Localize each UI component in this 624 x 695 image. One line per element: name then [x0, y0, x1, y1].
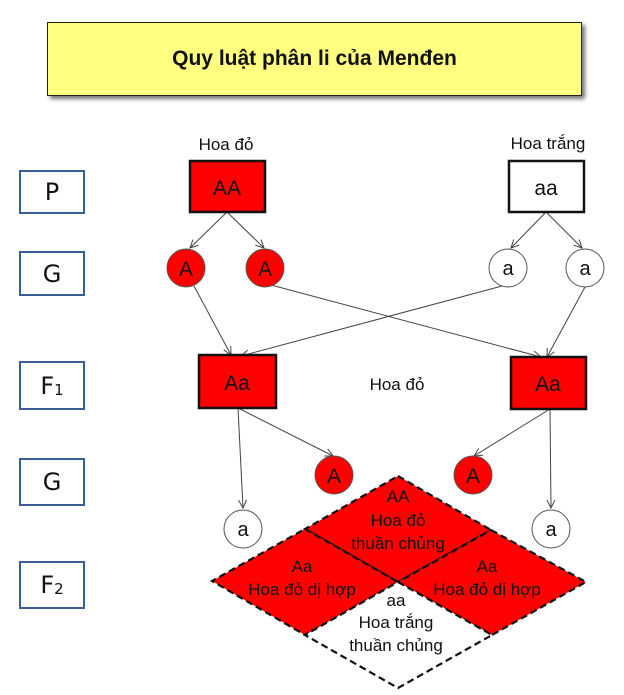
- gamete-circle: [166, 248, 206, 288]
- gamete-circle: [531, 509, 571, 549]
- f2-bottom-phenotype: Hoa trắng: [359, 613, 434, 632]
- parent-left-genotype: AA: [213, 177, 241, 200]
- f1-right-genotype: Aa: [535, 373, 561, 396]
- f2-cell-bottom: [302, 580, 495, 690]
- gamete-label: A: [258, 258, 272, 281]
- f2-right-phenotype: Hoa đỏ dị hợp: [433, 580, 541, 599]
- generation-label-f2-sub: 2: [54, 580, 64, 598]
- arrows-f1-to-g2: [237, 407, 551, 508]
- f2-top-purity: thuần chủng: [351, 534, 445, 553]
- generation-label-g1: G: [19, 251, 85, 296]
- f2-bottom-purity: thuần chủng: [349, 636, 443, 655]
- f1-right-box: [509, 355, 588, 411]
- punnett-diamond: [209, 474, 589, 690]
- gamete-label: a: [545, 519, 557, 541]
- parent-left-box: [188, 159, 267, 214]
- arrow: [270, 284, 541, 357]
- gamete-circle: [223, 509, 263, 549]
- parent-right-phenotype: Hoa trắng: [511, 134, 586, 153]
- arrow: [511, 211, 547, 248]
- gamete-circle: [314, 455, 354, 495]
- arrow: [190, 211, 228, 248]
- generation-label-f1-sub: 1: [54, 380, 64, 399]
- generation-label-f2-text: F: [40, 571, 55, 599]
- gamete-label: A: [466, 465, 480, 488]
- f1-left-box: [197, 353, 278, 410]
- gamete-label: a: [579, 258, 591, 280]
- generation-label-p-text: P: [44, 178, 60, 206]
- gamete-label: A: [179, 258, 193, 281]
- f1-left-genotype: Aa: [224, 372, 250, 395]
- gamete-circle: [453, 455, 493, 495]
- gamete-label: A: [327, 465, 341, 488]
- gamete-circle: [565, 248, 605, 288]
- f2-cell-right: [395, 528, 589, 637]
- arrow: [241, 285, 503, 356]
- generation-label-f1-text: F: [40, 371, 55, 400]
- generation-label-g2: G: [19, 458, 85, 506]
- f2-left-genotype: Aa: [292, 557, 313, 576]
- gamete-circle: [245, 248, 285, 288]
- arrow: [547, 286, 586, 357]
- f1-phenotype: Hoa đỏ: [370, 375, 425, 394]
- arrow: [237, 407, 333, 456]
- arrow: [193, 285, 231, 355]
- gamete-circle: [488, 248, 528, 288]
- f2-bottom-genotype: aa: [387, 591, 406, 610]
- diagram-title: Quy luật phân li của Menđen: [47, 22, 582, 96]
- generation-label-g2-text: G: [42, 468, 62, 496]
- parent-right-genotype: aa: [534, 177, 558, 200]
- arrow: [226, 211, 264, 248]
- arrows-p-to-g: [190, 211, 582, 248]
- f2-right-genotype: Aa: [477, 557, 498, 576]
- arrow: [550, 408, 551, 508]
- arrow: [237, 407, 243, 508]
- arrows-g-to-f1: [193, 284, 586, 357]
- arrow: [474, 408, 551, 456]
- f2-top-genotype: AA: [387, 487, 410, 506]
- arrow: [545, 211, 582, 248]
- generation-label-g1-text: G: [42, 259, 62, 288]
- f2-top-phenotype: Hoa đỏ: [371, 511, 426, 530]
- generation-label-p: P: [19, 170, 85, 214]
- gamete-label: a: [502, 258, 514, 280]
- parent-left-phenotype: Hoa đỏ: [199, 135, 254, 154]
- gamete-label: a: [237, 519, 249, 541]
- f2-left-phenotype: Hoa đỏ dị hợp: [248, 580, 356, 599]
- parent-right-box: [507, 159, 586, 214]
